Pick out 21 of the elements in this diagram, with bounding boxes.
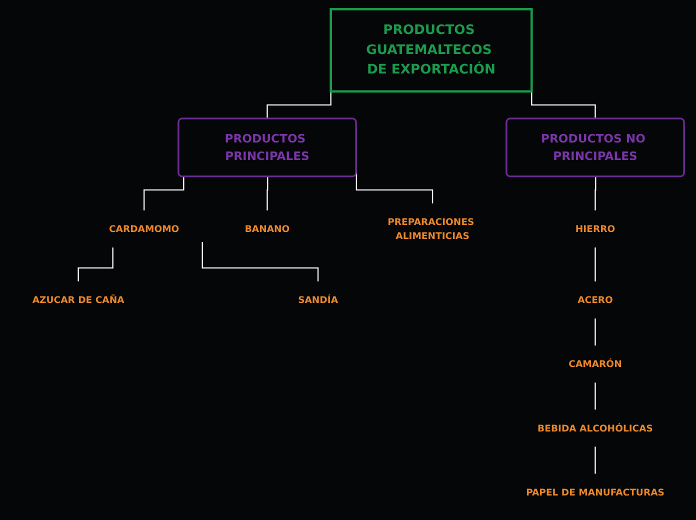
node-text: PAPEL DE MANUFACTURAS xyxy=(526,486,664,498)
node-text: CARDAMOMO xyxy=(108,224,179,234)
connector xyxy=(594,318,596,346)
node-box: PRODUCTOS GUATEMALTECOS DE EXPORTACIÓN xyxy=(329,8,532,93)
node-text: CAMARÓN xyxy=(568,358,622,370)
connector xyxy=(201,242,318,282)
connector xyxy=(594,247,596,282)
connector xyxy=(355,170,433,204)
node-text: HIERRO xyxy=(575,224,615,234)
connector xyxy=(77,247,113,282)
connector xyxy=(266,176,268,211)
node-text: BANANO xyxy=(244,224,290,234)
node-text: SANDÍA xyxy=(298,294,338,306)
node-text: AZUCAR DE CAÑA xyxy=(32,294,124,306)
connector xyxy=(594,382,596,410)
connector xyxy=(594,176,596,211)
node-text: ACERO xyxy=(577,294,613,306)
node-text: BEBIDA ALCOHÓLICAS xyxy=(537,422,653,434)
node-text: PREPARACIONES ALIMENTICIAS xyxy=(387,216,474,242)
connector xyxy=(143,176,184,211)
connector xyxy=(594,446,596,474)
